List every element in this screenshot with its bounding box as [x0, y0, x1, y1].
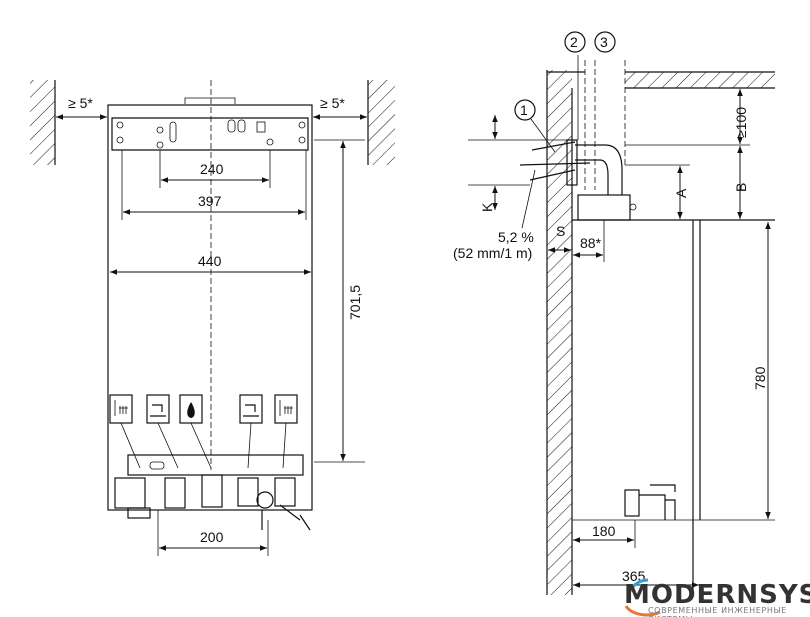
clearance-left-label: ≥ 5* — [68, 95, 93, 111]
dim-365: 365 — [622, 568, 646, 584]
front-view: ≥ 5* ≥ 5* 240 397 440 701,5 200 — [30, 80, 395, 556]
slope-label: 5,2 % — [498, 229, 534, 245]
watermark: MODERNSYS СОВРЕМЕННЫЕ ИНЖЕНЕРНЫЕ СИСТЕМЫ — [612, 580, 810, 617]
heating-return-icon — [274, 394, 298, 424]
dim-180: 180 — [592, 523, 616, 539]
callout-2 — [564, 31, 586, 53]
flue-adapter — [577, 194, 631, 221]
heating-flow-icon — [109, 394, 133, 424]
side-view: 2 3 1 K 5,2 % (52 mm/1 m) S 88* A ≥100 B… — [453, 31, 775, 595]
right-wall — [368, 80, 395, 165]
watermark-logo-mark — [624, 578, 661, 617]
dim-B: B — [733, 183, 749, 192]
dim-200: 200 — [200, 529, 224, 545]
callout-2-label: 2 — [570, 34, 578, 50]
callout-1 — [514, 99, 536, 121]
watermark-subtitle: СОВРЕМЕННЫЕ ИНЖЕНЕРНЫЕ СИСТЕМЫ — [648, 606, 787, 617]
dim-397: 397 — [198, 193, 222, 209]
connection-icons — [109, 394, 298, 469]
callout-3-label: 3 — [600, 34, 608, 50]
callout-3 — [594, 31, 616, 53]
dim-100: ≥100 — [733, 107, 749, 138]
callout-1-label: 1 — [520, 102, 528, 118]
boiler-body — [107, 104, 313, 511]
dim-88: 88* — [580, 235, 602, 251]
gas-icon — [179, 394, 203, 424]
dim-701-5: 701,5 — [347, 285, 363, 320]
bottom-connections — [114, 454, 311, 531]
dim-S: S — [556, 223, 565, 239]
hot-water-icon — [146, 394, 170, 424]
dim-780: 780 — [752, 366, 768, 390]
side-fitting — [624, 484, 676, 520]
side-wall — [547, 70, 572, 595]
left-wall — [30, 80, 55, 165]
ceiling — [625, 72, 775, 88]
dim-K: K — [479, 202, 495, 212]
cold-water-icon — [239, 394, 263, 424]
mounting-bracket — [111, 117, 309, 151]
dim-A: A — [673, 188, 689, 198]
watermark-name: MODERNSYS — [624, 580, 810, 610]
clearance-right-label: ≥ 5* — [320, 95, 345, 111]
slope-detail-label: (52 mm/1 m) — [453, 245, 532, 261]
dim-440: 440 — [198, 253, 222, 269]
dim-240: 240 — [200, 161, 224, 177]
